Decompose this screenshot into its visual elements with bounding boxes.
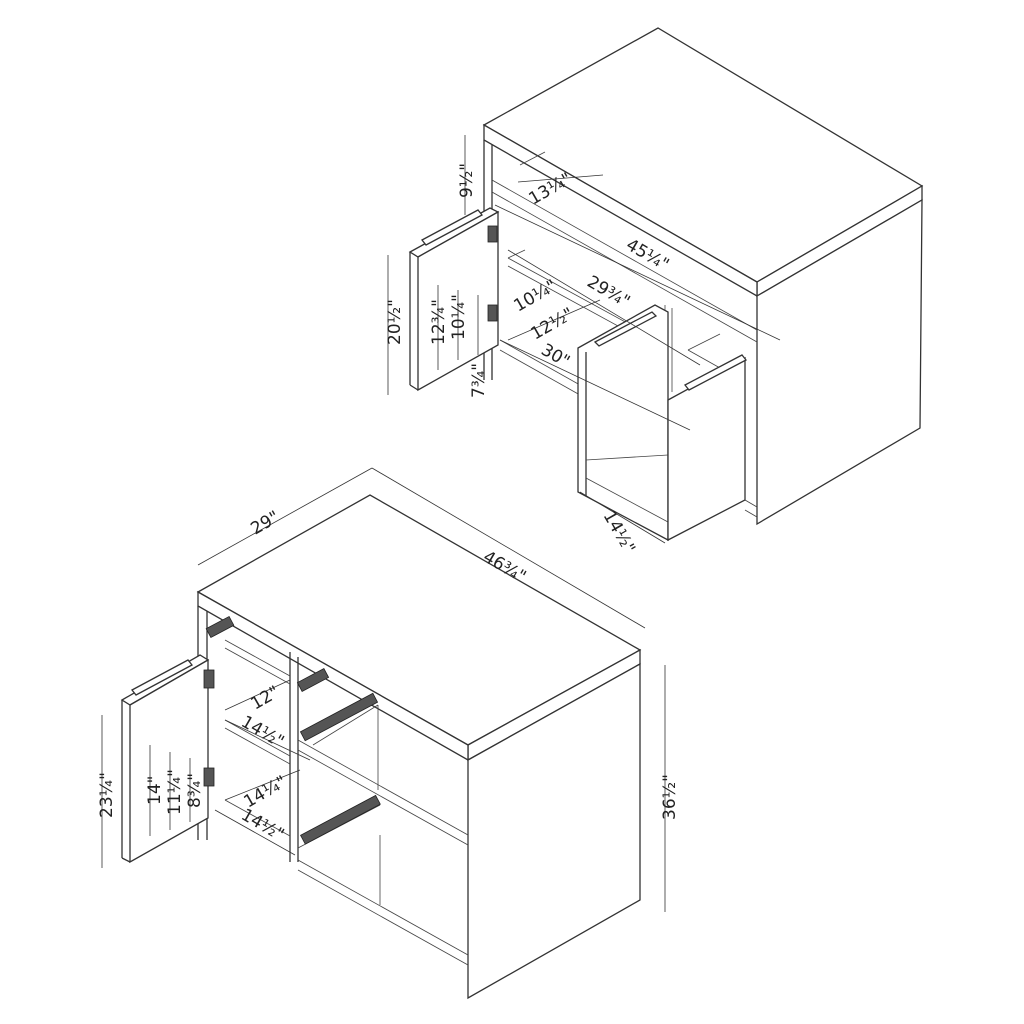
top-drawer-right-handle — [684, 354, 747, 391]
dim-bottom-door-height: 23¼" — [97, 772, 117, 818]
top-drawer-right — [667, 356, 746, 542]
bottom-door-handle — [131, 659, 193, 696]
hinge-icon — [487, 225, 498, 243]
bottom-cabinet-right-side — [467, 662, 641, 1000]
dim-door-hinge-c: 8¾" — [185, 773, 205, 808]
dim-compartment-height: 10¼" — [511, 276, 561, 316]
dim-drawer-width: 30" — [538, 340, 574, 372]
dim-door-hinge-b: 11¼" — [165, 769, 185, 815]
dim-door-hinge-a: 14" — [145, 776, 165, 805]
drawer-slide-icon — [296, 668, 330, 692]
dim-lower-shelf-depth: 14½" — [238, 805, 288, 845]
top-door-handle — [421, 209, 483, 246]
dim-shelf-depth: 12½" — [528, 304, 578, 344]
dim-top-door-height: 20½" — [385, 299, 405, 345]
bottom-door — [129, 658, 209, 864]
top-drawer-handle — [593, 311, 658, 347]
dim-hinge-spacing-b: 10¼" — [449, 294, 469, 340]
drawer-slide-icon — [300, 794, 381, 845]
drawer-slide-icon — [299, 692, 379, 742]
dim-hinge-spacing-a: 12¾" — [429, 299, 449, 345]
dim-upper-shelf-depth: 14½" — [238, 712, 288, 752]
hinge-icon — [203, 767, 215, 787]
top-drawer-left — [577, 304, 669, 542]
hinge-icon — [487, 304, 498, 322]
dim-height: 36½" — [660, 774, 680, 820]
dim-top-opening-height: 9½" — [457, 163, 477, 198]
dim-compartment-width: 29¾" — [584, 272, 634, 312]
top-dimension-lines — [387, 135, 781, 544]
bottom-cabinet — [120, 494, 642, 1000]
top-cabinet — [408, 27, 924, 542]
drawer-slide-icon — [205, 615, 235, 639]
dim-shelf-spacing: 12" — [248, 682, 284, 714]
bottom-dimension-lines — [101, 467, 666, 912]
hinge-icon — [203, 669, 215, 689]
dim-lower-gap: 7¾" — [469, 363, 489, 398]
top-cabinet-right-side — [756, 198, 923, 526]
